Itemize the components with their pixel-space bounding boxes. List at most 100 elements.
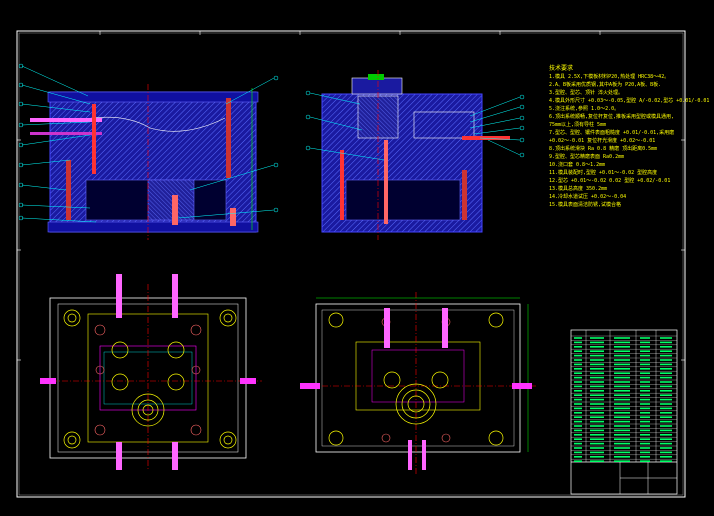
- bom-cell-mark: [640, 438, 650, 440]
- bom-cell-mark: [574, 403, 582, 405]
- bom-cell-mark: [640, 354, 650, 357]
- bom-cell-mark: [574, 363, 582, 366]
- bom-cell-mark: [614, 363, 630, 366]
- bom-cell-mark: [614, 407, 630, 410]
- bom-cell-mark: [660, 425, 672, 427]
- bom-cell-mark: [614, 381, 630, 383]
- bom-cell-mark: [640, 456, 650, 458]
- bom-cell-mark: [640, 412, 650, 414]
- bom-cell-mark: [614, 350, 630, 352]
- bom-cell-mark: [640, 376, 650, 379]
- bom-cell-mark: [614, 442, 630, 445]
- bom-cell-mark: [574, 390, 582, 392]
- bom-cell-mark: [640, 403, 650, 405]
- bom-cell-mark: [660, 359, 672, 361]
- note-line: 7.型芯、型腔、镶件表面粗糙度 +0.01/-0.01,采用磨: [549, 130, 675, 136]
- bom-cell-mark: [590, 394, 604, 396]
- bom-cell-mark: [614, 346, 630, 348]
- note-line: 75mm以上,须有导柱 5mm: [549, 122, 607, 128]
- bom-cell-mark: [640, 350, 650, 352]
- bom-cell-mark: [590, 350, 604, 352]
- bom-cell-mark: [590, 368, 604, 370]
- bom-cell-mark: [640, 363, 650, 366]
- bom-cell-mark: [614, 434, 630, 436]
- note-line: 4.模具外形尺寸 +0.03～-0.05,型腔 A/-0.02,型芯 +0.01…: [549, 98, 710, 104]
- bom-cell-mark: [660, 403, 672, 405]
- bom-cell-mark: [640, 407, 650, 410]
- bom-cell-mark: [574, 442, 582, 445]
- bom-cell-mark: [660, 337, 672, 339]
- bom-cell-mark: [574, 420, 582, 423]
- note-line: 10.浇口套 0.8～1.2mm: [549, 162, 606, 168]
- bom-cell-mark: [590, 438, 604, 440]
- notes-list: 1.模具 2.5X,下模板材料P20,热处理 HRC38～42。2.A、B板采用…: [549, 73, 710, 209]
- bom-cell-mark: [590, 376, 604, 379]
- bom-cell-mark: [640, 372, 650, 374]
- bom-cell-mark: [574, 425, 582, 427]
- bom-cell-mark: [614, 451, 630, 454]
- note-line: 11.模具装配时,型腔 +0.01～-0.02 型腔高度: [549, 170, 658, 176]
- bom-cell-mark: [574, 447, 582, 449]
- bom-cell-mark: [590, 447, 604, 449]
- bom-cell-mark: [640, 447, 650, 449]
- bom-cell-mark: [614, 429, 630, 432]
- bom-cell-mark: [640, 434, 650, 436]
- bom-cell-mark: [590, 390, 604, 392]
- bom-cell-mark: [614, 416, 630, 418]
- bom-cell-mark: [574, 381, 582, 383]
- bom-cell-mark: [574, 372, 582, 374]
- bom-cell-mark: [614, 456, 630, 458]
- bom-cell-mark: [614, 354, 630, 357]
- bom-cell-mark: [590, 456, 604, 458]
- bom-cell-mark: [660, 385, 672, 388]
- bom-cell-mark: [660, 420, 672, 423]
- bom-cell-mark: [660, 416, 672, 418]
- bom-cell-mark: [640, 394, 650, 396]
- bom-cell-mark: [574, 451, 582, 454]
- bom-cell-mark: [590, 420, 604, 423]
- bom-cell-mark: [590, 412, 604, 414]
- bom-cell-mark: [574, 460, 582, 462]
- bom-cell-mark: [590, 341, 604, 344]
- bom-cell-mark: [614, 337, 630, 339]
- bom-cell-mark: [614, 341, 630, 344]
- bom-cell-mark: [574, 385, 582, 388]
- bom-cell-mark: [590, 381, 604, 383]
- bom-cell-mark: [574, 337, 582, 339]
- bom-cell-mark: [574, 341, 582, 344]
- bom-cell-mark: [574, 416, 582, 418]
- front-section-view: [18, 63, 279, 240]
- bom-cell-mark: [640, 346, 650, 348]
- bom-cell-mark: [660, 350, 672, 352]
- bom-cell-mark: [660, 451, 672, 454]
- note-line: 15.模具表面清洁防锈,试模合格: [549, 202, 622, 208]
- side-section-view: [305, 70, 525, 240]
- bom-cell-mark: [574, 412, 582, 414]
- bom-cell-mark: [574, 350, 582, 352]
- bom-cell-mark: [590, 363, 604, 366]
- bom-cell-mark: [660, 381, 672, 383]
- bom-cell-mark: [660, 412, 672, 414]
- note-line: 12.型芯 +0.01～-0.02 0.02 型腔 +0.02/-0.01: [549, 178, 671, 184]
- bom-cell-mark: [640, 368, 650, 370]
- bom-cell-mark: [660, 346, 672, 348]
- bom-cell-mark: [590, 451, 604, 454]
- bom-cell-mark: [590, 460, 604, 462]
- bom-cell-mark: [574, 434, 582, 436]
- bom-cell-mark: [590, 429, 604, 432]
- bom-cell-mark: [660, 363, 672, 366]
- bom-cell-mark: [640, 460, 650, 462]
- bom-cell-mark: [590, 442, 604, 445]
- bom-cell-mark: [640, 381, 650, 383]
- bom-cell-mark: [590, 346, 604, 348]
- bom-cell-mark: [640, 390, 650, 392]
- bom-cell-mark: [640, 420, 650, 423]
- bom-cell-mark: [660, 398, 672, 401]
- bom-cell-mark: [660, 341, 672, 344]
- bom-cell-mark: [614, 368, 630, 370]
- bom-cell-mark: [590, 385, 604, 388]
- note-line: 14.冷却水道试压 +0.02～-0.04: [549, 194, 627, 200]
- bom-cell-mark: [660, 442, 672, 445]
- bom-cell-mark: [640, 416, 650, 418]
- bom-cell-mark: [614, 425, 630, 427]
